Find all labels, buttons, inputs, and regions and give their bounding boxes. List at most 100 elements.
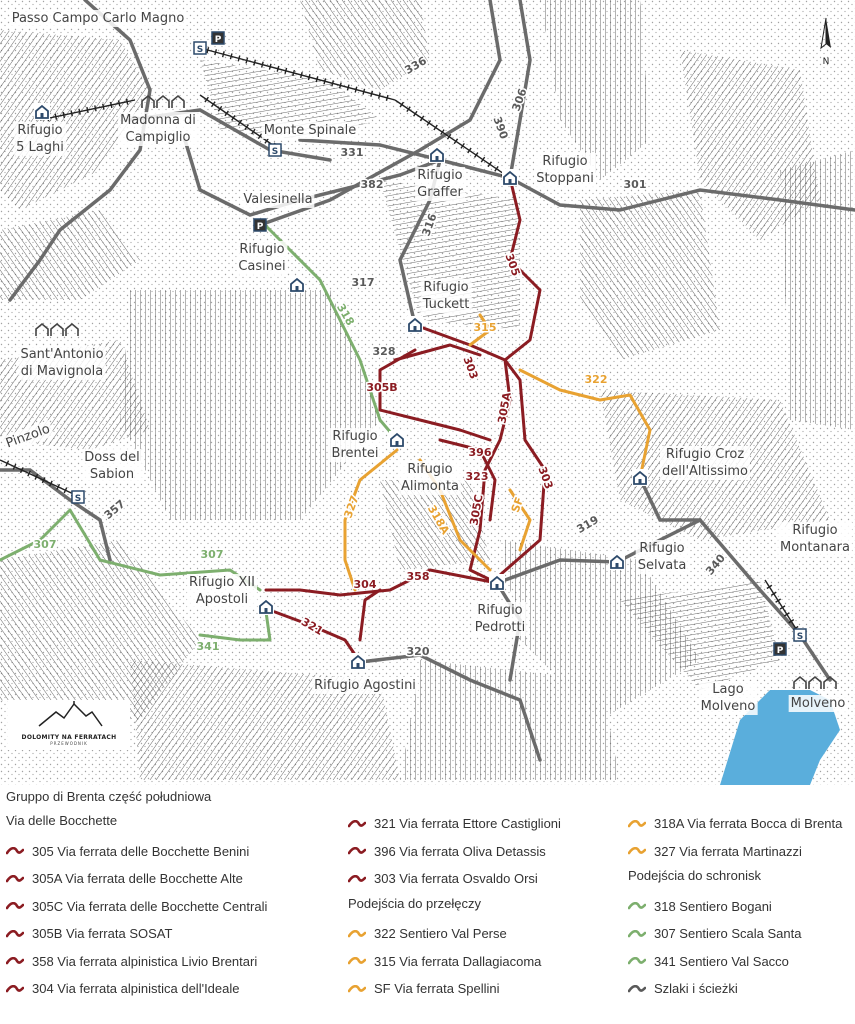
cable-car-tick: [102, 103, 105, 110]
hut-icon[interactable]: [609, 553, 625, 570]
cable-car-tick: [346, 84, 350, 91]
trail-passes: [343, 448, 399, 592]
cable-car-tick: [779, 605, 786, 610]
parking-icon: P: [211, 31, 225, 45]
cable-car-tick: [473, 152, 479, 158]
svg-text:P: P: [257, 222, 264, 232]
place-label-molveno: Molveno: [788, 695, 848, 712]
legend-item: 318A Via ferrata Bocca di Brenta: [628, 816, 842, 831]
cable-car-tick: [49, 480, 53, 487]
hut-icon[interactable]: [350, 653, 366, 670]
cable-car-tick: [237, 55, 241, 62]
cable-car-tick: [217, 105, 223, 112]
hut-icon[interactable]: [407, 316, 423, 333]
hut-icon[interactable]: [502, 169, 518, 186]
trail-swatch-icon: [6, 902, 24, 910]
place-label-laghi: Rifugio 5 Laghi: [14, 122, 66, 156]
cable-car-tick: [354, 86, 358, 93]
cable-car-tick: [109, 101, 113, 109]
hut-icon[interactable]: [489, 574, 505, 591]
cable-car-tick: [788, 619, 795, 624]
town-icon: [141, 94, 155, 108]
cable-car-tick: [338, 82, 342, 89]
cable-car-tick: [268, 63, 272, 70]
parking-icon: P: [253, 218, 267, 232]
cable-car-tick: [480, 156, 486, 163]
route-number: 341: [197, 640, 220, 653]
hut-icon[interactable]: [632, 469, 648, 486]
cable-car-tick: [19, 467, 24, 474]
cable-car-tick: [94, 105, 97, 112]
trail-swatch-icon: [348, 847, 366, 855]
cable-car-tick: [27, 470, 31, 477]
legend-item-label: 307 Sentiero Scala Santa: [654, 926, 802, 941]
cable-car-tick: [284, 67, 288, 74]
cable-car-tick: [5, 460, 10, 467]
legend-item: 358 Via ferrata alpinistica Livio Brenta…: [6, 954, 257, 969]
trail-swatch-icon: [348, 819, 366, 827]
cable-car-tick: [494, 165, 499, 172]
road-path: [8, 0, 152, 302]
cable-car-tick: [229, 53, 233, 60]
cable-car-line: [394, 99, 511, 179]
cable-car-station-icon: S: [193, 41, 207, 55]
road-path: [495, 517, 832, 682]
cable-car-tick: [406, 106, 411, 113]
place-label-apostoli: Rifugio XII Apostoli: [187, 574, 257, 608]
hut-icon[interactable]: [34, 103, 50, 120]
trail-huts: [0, 508, 262, 592]
place-label-selvata: Rifugio Selvata: [635, 540, 689, 574]
legend-item-label: 305B Via ferrata SOSAT: [32, 926, 173, 941]
cable-car-tick: [453, 138, 459, 145]
mountain-logo-icon: [38, 701, 103, 727]
cable-car-line: [0, 459, 81, 498]
trail-bocchette: [264, 568, 499, 597]
svg-text:P: P: [215, 35, 222, 45]
cable-car-tick: [245, 57, 249, 64]
legend-item-label: 327 Via ferrata Martinazzi: [654, 843, 802, 859]
logo-name: DOLOMITY NA FERRATACH: [21, 734, 117, 741]
cable-car-tick: [204, 96, 209, 103]
svg-text:S: S: [272, 147, 278, 157]
cable-car-line: [199, 47, 396, 101]
route-number: 301: [624, 178, 647, 191]
cable-car-tick: [12, 463, 17, 470]
legend-item: 321 Via ferrata Ettore Castiglioni: [348, 816, 561, 831]
cable-car-tick: [56, 483, 61, 490]
hut-icon[interactable]: [258, 598, 274, 615]
route-number: 317: [352, 276, 375, 289]
place-label-montanara: Rifugio Montanara: [778, 522, 852, 556]
trail-bocchette: [468, 358, 512, 585]
cable-car-tick: [770, 591, 777, 596]
legend-item: 322 Sentiero Val Perse: [348, 926, 507, 941]
legend-item: 318 Sentiero Bogani: [628, 899, 772, 914]
hut-icon[interactable]: [389, 431, 405, 448]
hut-icon[interactable]: [289, 276, 305, 293]
place-label-valesinella: Valesinella: [241, 191, 315, 208]
route-number: 305B: [366, 381, 397, 394]
legend-group-title: Via delle Bocchette: [6, 813, 118, 828]
cable-car-tick: [86, 106, 89, 114]
cable-car-tick: [783, 612, 790, 617]
cable-car-station-icon: S: [268, 143, 282, 157]
hut-icon[interactable]: [429, 146, 445, 163]
legend-item-label: 396 Via ferrata Oliva Detassis: [374, 843, 546, 859]
road-path: [508, 0, 532, 180]
legend-title: Gruppo di Brenta część południowa: [6, 789, 212, 804]
svg-text:P: P: [777, 646, 784, 656]
road-path: [358, 653, 542, 762]
legend-item: 305A Via ferrata delle Bocchette Alte: [6, 871, 243, 886]
trail-bocchette: [358, 588, 382, 642]
cable-car-tick: [315, 76, 319, 83]
cable-car-tick: [206, 47, 210, 54]
compass-north-icon: N: [820, 17, 831, 67]
place-label-passo: Passo Campo Carlo Magno: [9, 10, 187, 27]
cable-car-tick: [766, 584, 773, 590]
cable-cars: [0, 47, 801, 636]
route-number: 396: [469, 446, 492, 459]
legend-item-label: 304 Via ferrata alpinistica dell'Ideale: [32, 981, 240, 996]
legend-item-label: 305A Via ferrata delle Bocchette Alte: [32, 871, 243, 886]
place-label-croz: Rifugio Croz dell'Altissimo: [659, 446, 751, 480]
route-number: 304: [354, 578, 377, 591]
